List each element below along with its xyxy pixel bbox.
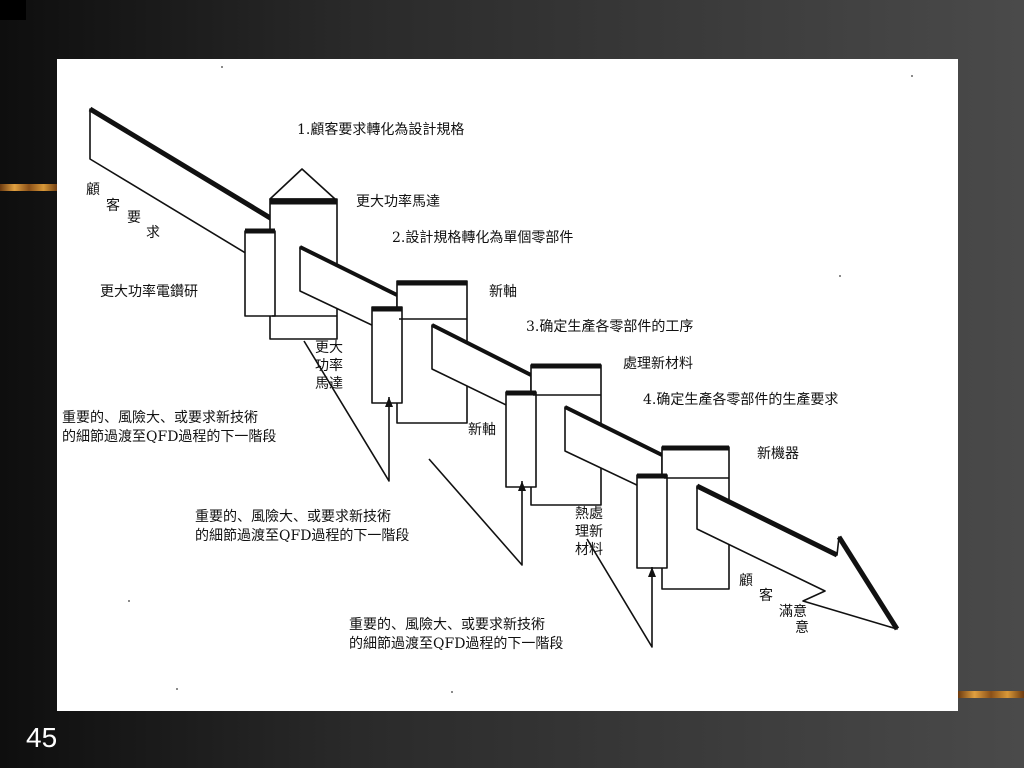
new-shaft-label: 新軸: [489, 284, 517, 300]
qfd-flow-diagram: [88, 66, 913, 693]
stage2-box-front: [371, 306, 403, 404]
customer-satisfaction-char-2: 客: [759, 588, 773, 604]
stage1-box-front: [244, 230, 276, 317]
slide-canvas: 1.顧客要求轉化為設計規格 更大功率馬達 2.設計規格轉化為單個零部件 更大功率…: [57, 59, 958, 711]
customer-need-arrow-edge: [88, 106, 274, 222]
more-power-motor-label: 更大功率馬達: [356, 194, 440, 210]
new-machine-label: 新機器: [757, 446, 799, 462]
process-new-material-label: 處理新材料: [623, 356, 693, 372]
step-4-label: 4.确定生產各零部件的生產要求: [643, 392, 839, 408]
heat-treat-label: 熱處 理新 材料: [575, 506, 603, 558]
left-accent-stripe: [0, 184, 58, 191]
new-shaft-label-2: 新軸: [468, 422, 496, 438]
qfd-note-3: 重要的、風險大、或要求新技術 的細節過渡至QFD過程的下一階段: [349, 617, 564, 652]
stage4-box-front: [636, 474, 668, 569]
customer-need-char-2: 客: [106, 198, 120, 214]
customer-need-char-3: 要: [127, 210, 141, 226]
customer-satisfaction-char-4: 意: [795, 620, 809, 636]
up-arrow-head: [269, 168, 336, 200]
step-3-label: 3.确定生產各零部件的工序: [526, 319, 694, 335]
note-funnel-3: [586, 538, 653, 648]
note-funnel-1: [303, 340, 390, 482]
customer-need-char-1: 顧: [86, 182, 100, 198]
motor-vertical-label: 更大 功率 馬達: [315, 340, 343, 392]
qfd-note-2: 重要的、風險大、或要求新技術 的細節過渡至QFD過程的下一階段: [195, 509, 410, 544]
step-2-label: 2.設計規格轉化為單個零部件: [392, 230, 574, 246]
right-accent-stripe: [958, 691, 1024, 698]
customer-need-char-4: 求: [146, 225, 160, 241]
stage3-box-front: [505, 391, 537, 488]
customer-satisfaction-char-3: 滿意: [779, 604, 807, 620]
step-1-label: 1.顧客要求轉化為設計規格: [297, 122, 465, 138]
qfd-note-1: 重要的、風險大、或要求新技術 的細節過渡至QFD過程的下一階段: [62, 410, 277, 445]
note-funnel-2: [428, 458, 523, 566]
customer-satisfaction-arrow: [696, 485, 898, 630]
corner-block: [0, 0, 26, 20]
more-power-drill-label: 更大功率電鑽研: [100, 284, 198, 300]
customer-satisfaction-char-1: 顧: [739, 573, 753, 589]
slide-number: 45: [26, 722, 58, 753]
